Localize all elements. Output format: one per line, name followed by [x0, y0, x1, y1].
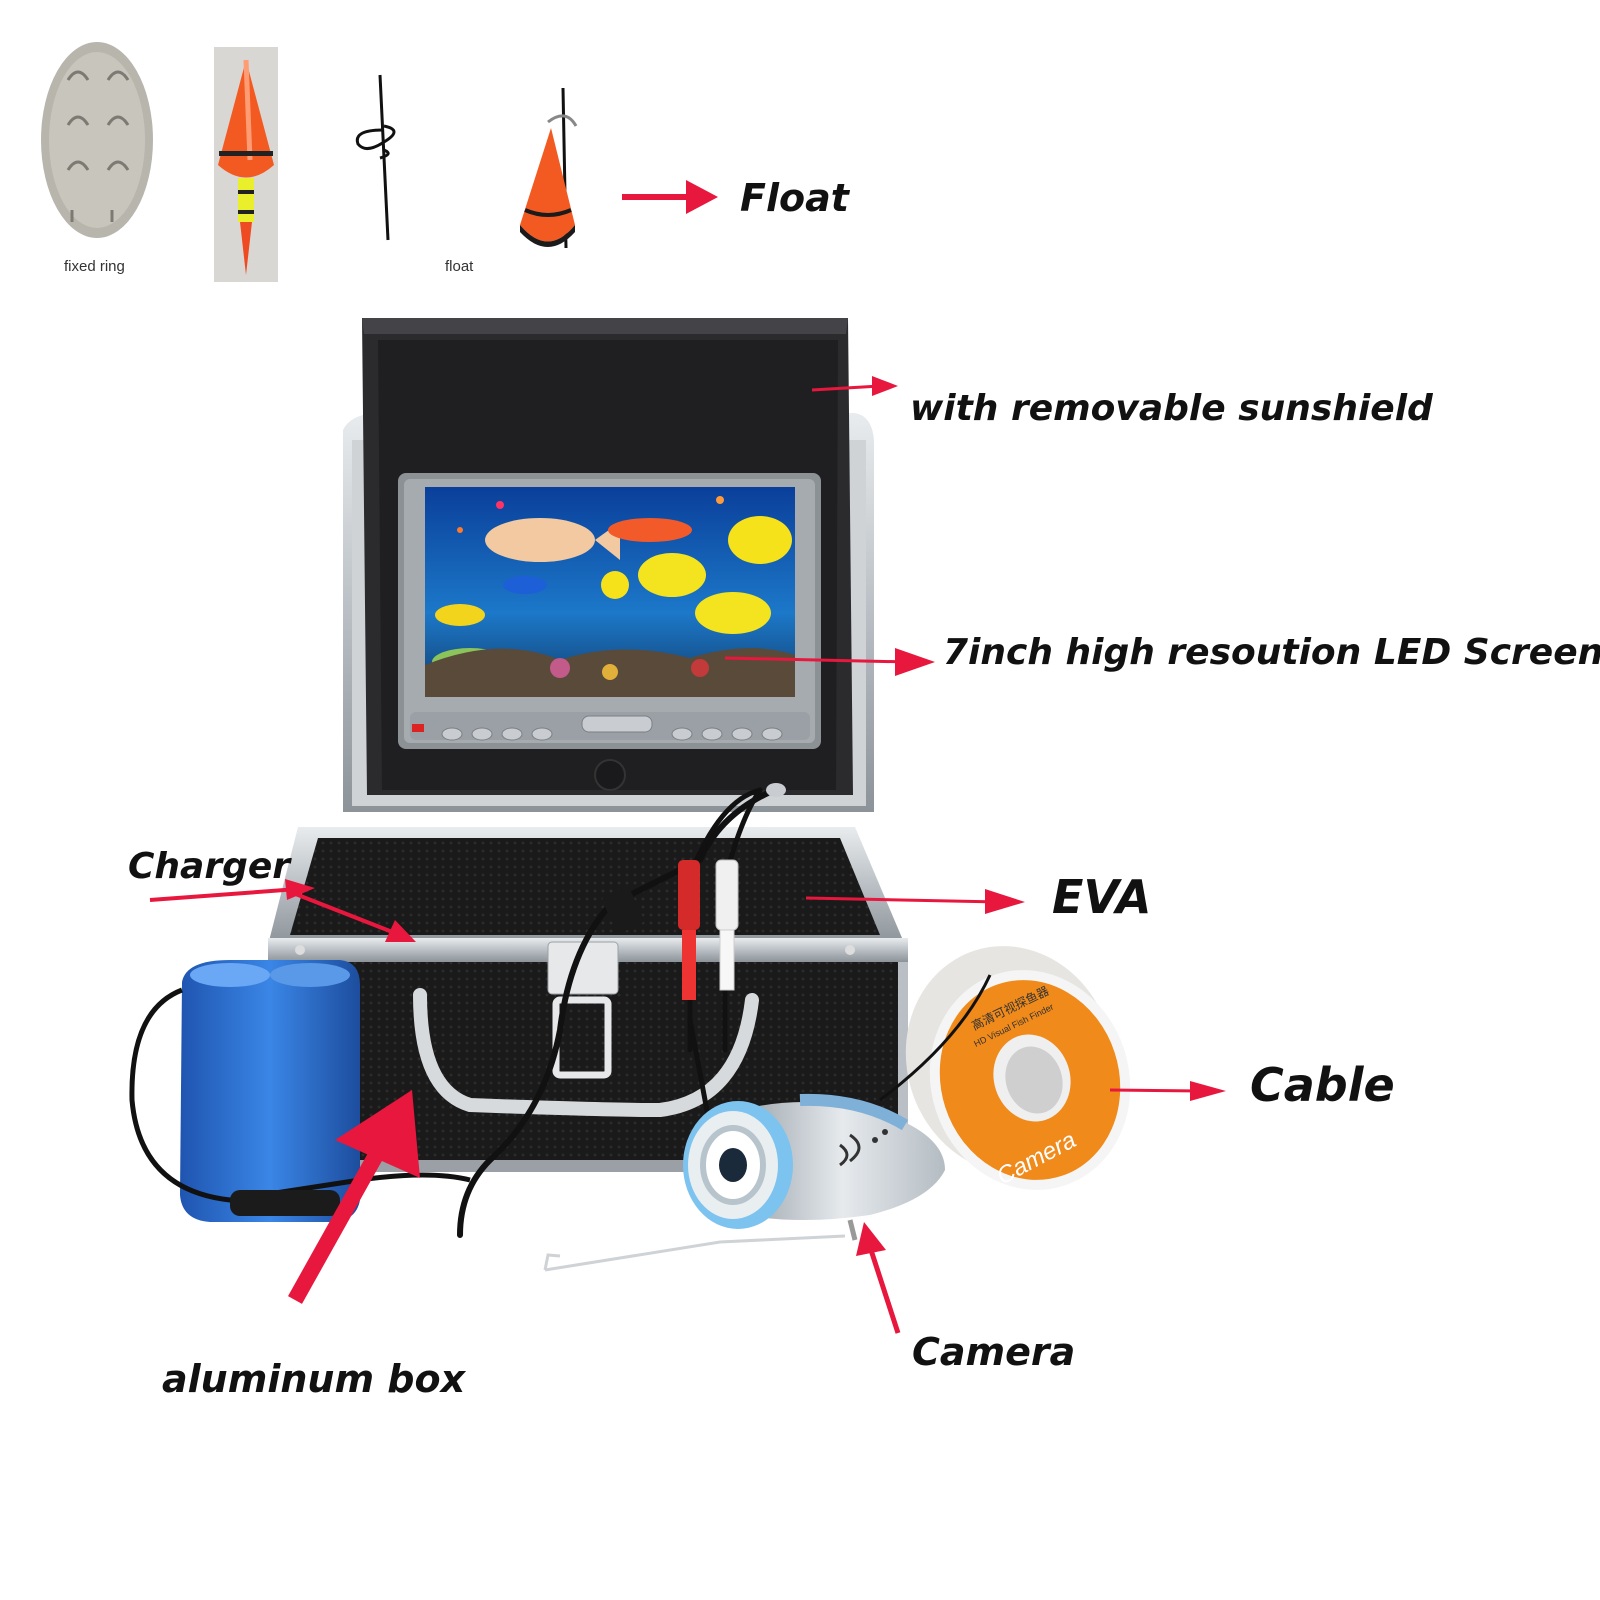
callout-arrows	[149, 376, 1226, 1334]
float-photo-small	[520, 87, 578, 249]
underwater-camera	[543, 1093, 945, 1272]
float-arrow	[622, 180, 718, 214]
float-label: Float	[740, 176, 849, 220]
eva-label: EVA	[1052, 870, 1152, 924]
aluminum-box-label: aluminum box	[162, 1357, 466, 1401]
sunshield-label: with removable sunshield	[910, 388, 1433, 429]
aquarium-image	[425, 496, 795, 697]
camera-label: Camera	[912, 1330, 1076, 1374]
string-loop-photo	[355, 74, 396, 241]
fixed-ring-photo	[41, 42, 153, 238]
charger-label: Charger	[128, 846, 291, 887]
eva-foam	[290, 838, 880, 935]
float-caption: float	[445, 258, 474, 275]
float-photo-large	[214, 47, 278, 282]
cable-label: Cable	[1250, 1058, 1395, 1112]
rca-plugs	[602, 783, 786, 1000]
screen-label: 7inch high resoution LED Screen	[943, 632, 1600, 673]
case-handle	[413, 988, 759, 1118]
monitor	[398, 473, 821, 791]
cable-spool	[879, 946, 1131, 1190]
fixed-ring-caption: fixed ring	[64, 258, 125, 275]
